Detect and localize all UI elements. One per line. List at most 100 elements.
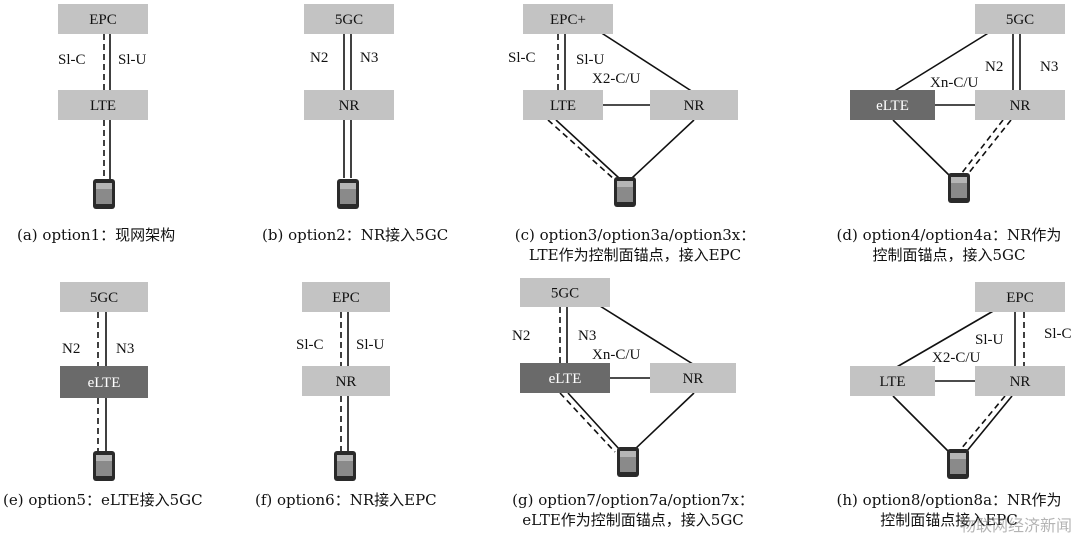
link-d-elte-ue (892, 119, 953, 179)
link-h-nr-ue (961, 395, 1013, 458)
node-d-5gc-label: 5GC (1006, 12, 1034, 28)
node-c-lte (523, 90, 603, 120)
device-screen-glare (620, 451, 636, 457)
node-g-5gc (520, 278, 610, 307)
node-a-lte-label: LTE (90, 98, 116, 114)
device-icon-b (337, 179, 359, 209)
node-h-lte (850, 366, 935, 396)
node-a-lte (58, 90, 148, 120)
node-d-elte (850, 90, 935, 120)
device-icon-e (93, 451, 115, 481)
link-h-nr-ue-dashed (955, 395, 1006, 456)
caption-d-line1: (d) option4/option4a：NR作为 (836, 226, 1062, 244)
node-e-elte (60, 366, 148, 398)
link-g-elte-ue (567, 392, 621, 451)
label-d-n3: N3 (1040, 59, 1058, 75)
label-h-slu: Sl-U (975, 332, 1004, 348)
device-screen-glare (96, 455, 112, 461)
link-g-nr-ue (633, 392, 695, 451)
label-d-xn: Xn-C/U (930, 75, 979, 91)
link-c-nr-ue (631, 119, 695, 179)
node-f-epc (302, 282, 390, 312)
caption-g: (g) option7/option7a/option7x： eLTE作为控制面… (488, 490, 778, 530)
node-g-nr (650, 363, 736, 393)
link-c-core-nr (599, 31, 694, 93)
label-a-slu: Sl-U (118, 52, 147, 68)
node-e-elte-label: eLTE (88, 375, 121, 391)
caption-g-line2: eLTE作为控制面锚点，接入5GC (522, 511, 744, 529)
device-screen-glare (951, 177, 967, 183)
device-icon-a (93, 179, 115, 209)
label-g-n2: N2 (512, 328, 530, 344)
device-icon-g (617, 447, 639, 477)
label-h-x2: X2-C/U (932, 350, 981, 366)
node-b-nr-label: NR (339, 98, 360, 114)
node-c-nr (650, 90, 738, 120)
label-e-n2: N2 (62, 341, 80, 357)
device-screen-glare (96, 183, 112, 189)
device-icon-c (614, 177, 636, 207)
node-d-nr-label: NR (1010, 98, 1031, 114)
caption-h: (h) option8/option8a：NR作为 控制面锚点接入EPC (818, 490, 1080, 530)
link-c-lte-ue-dashed (547, 119, 616, 181)
label-e-n3: N3 (116, 341, 134, 357)
node-h-lte-label: LTE (879, 374, 905, 390)
caption-g-line1: (g) option7/option7a/option7x： (512, 491, 754, 509)
node-d-elte-label: eLTE (876, 98, 909, 114)
node-c-epcplus-label: EPC+ (550, 12, 586, 28)
node-g-nr-label: NR (683, 371, 704, 387)
label-g-n3: N3 (578, 328, 596, 344)
node-e-5gc-label: 5GC (90, 290, 118, 306)
link-g-core-nr (599, 305, 697, 367)
label-g-xn: Xn-C/U (592, 347, 641, 363)
label-f-slu: Sl-U (356, 337, 385, 353)
caption-c-line1: (c) option3/option3a/option3x： (514, 226, 756, 244)
caption-c-line2: LTE作为控制面锚点，接入EPC (528, 246, 742, 264)
caption-h-line2: 控制面锚点接入EPC (880, 511, 1018, 529)
link-d-nr-ue-dashed (957, 119, 1004, 179)
node-f-nr-label: NR (336, 374, 357, 390)
node-g-elte (520, 363, 610, 393)
label-f-slc: Sl-C (296, 337, 324, 353)
caption-a: (a) option1：现网架构 (17, 226, 176, 244)
label-h-slc: Sl-C (1044, 326, 1072, 342)
label-c-slu: Sl-U (576, 52, 605, 68)
node-c-epcplus (523, 4, 613, 34)
node-b-nr (304, 90, 394, 120)
link-h-lte-ue (892, 395, 953, 456)
label-a-slc: Sl-C (58, 52, 86, 68)
device-screen-glare (340, 183, 356, 189)
device-icon-h (947, 449, 969, 479)
node-c-lte-label: LTE (550, 98, 576, 114)
caption-e: (e) option5：eLTE接入5GC (3, 491, 203, 509)
node-h-nr (975, 366, 1065, 396)
node-g-5gc-label: 5GC (551, 286, 579, 302)
label-b-n3: N3 (360, 50, 378, 66)
node-h-epc (975, 282, 1065, 312)
link-d-nr-ue-dashed-2 (963, 119, 1012, 180)
caption-f: (f) option6：NR接入EPC (255, 491, 437, 509)
device-screen-glare (950, 453, 966, 459)
node-c-nr-label: NR (684, 98, 705, 114)
label-c-x2: X2-C/U (592, 71, 641, 87)
node-h-nr-label: NR (1010, 374, 1031, 390)
node-f-nr (302, 366, 390, 396)
device-icon-d (948, 173, 970, 203)
node-a-epc (58, 4, 148, 34)
device-screen-glare (337, 455, 353, 461)
device-icon-f (334, 451, 356, 481)
caption-b: (b) option2：NR接入5GC (262, 226, 449, 244)
link-c-lte-ue (555, 119, 620, 179)
caption-c: (c) option3/option3a/option3x： LTE作为控制面锚… (490, 225, 780, 265)
link-g-elte-ue-dashed (559, 392, 616, 453)
link-h-core-lte (894, 309, 996, 369)
caption-d-line2: 控制面锚点，接入5GC (872, 246, 1026, 264)
node-b-5gc-label: 5GC (335, 12, 363, 28)
link-d-core-elte (892, 31, 991, 93)
node-g-elte-label: eLTE (549, 371, 582, 387)
label-d-n2: N2 (985, 59, 1003, 75)
watermark-text: 物联网经济新闻 (959, 516, 1072, 535)
node-e-5gc (60, 282, 148, 312)
node-h-epc-label: EPC (1006, 290, 1034, 306)
